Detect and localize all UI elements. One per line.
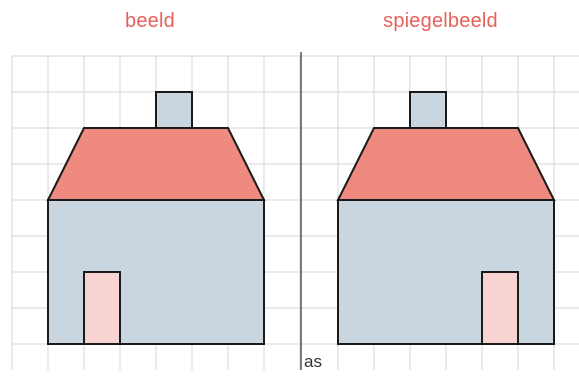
house-mirror bbox=[338, 92, 554, 344]
house-mirror-roof bbox=[338, 128, 554, 200]
house-mirror-chimney bbox=[410, 92, 446, 128]
house-original-door bbox=[84, 272, 120, 344]
house-original-chimney bbox=[156, 92, 192, 128]
axis-label: as bbox=[304, 352, 322, 372]
house-mirror-door bbox=[482, 272, 518, 344]
house-mirror-wall bbox=[338, 200, 554, 344]
house-original bbox=[48, 92, 264, 344]
house-original-wall bbox=[48, 200, 264, 344]
house-original-roof bbox=[48, 128, 264, 200]
